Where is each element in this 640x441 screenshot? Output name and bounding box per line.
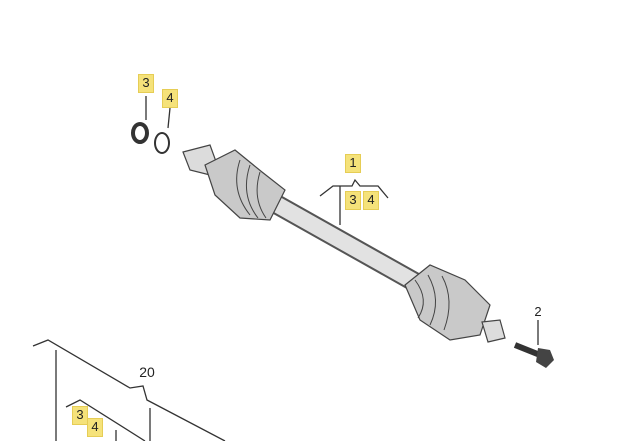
callout-4-shaft[interactable]: 4 bbox=[363, 191, 379, 210]
callout-3-assembly[interactable]: 3 bbox=[72, 406, 88, 425]
bolt-shank bbox=[513, 342, 542, 358]
leader-line bbox=[167, 107, 171, 129]
bracket-line bbox=[32, 339, 226, 441]
callout-4-assembly[interactable]: 4 bbox=[87, 418, 103, 437]
callout-4-o-ring[interactable]: 4 bbox=[162, 89, 178, 108]
outer-cv-joint bbox=[404, 264, 491, 341]
callout-3-snap-ring[interactable]: 3 bbox=[138, 74, 154, 93]
snap-ring bbox=[131, 122, 149, 144]
bracket-line bbox=[65, 399, 146, 441]
inner-cv-joint bbox=[204, 149, 286, 221]
callout-2-bolt[interactable]: 2 bbox=[534, 304, 542, 319]
callout-3-shaft[interactable]: 3 bbox=[345, 191, 361, 210]
callout-1-drive-shaft[interactable]: 1 bbox=[345, 154, 361, 173]
outer-spline bbox=[481, 319, 506, 343]
callout-20-assembly[interactable]: 20 bbox=[139, 364, 155, 380]
o-ring bbox=[154, 132, 170, 154]
bolt-head bbox=[536, 348, 554, 368]
bracket-line bbox=[319, 178, 389, 199]
